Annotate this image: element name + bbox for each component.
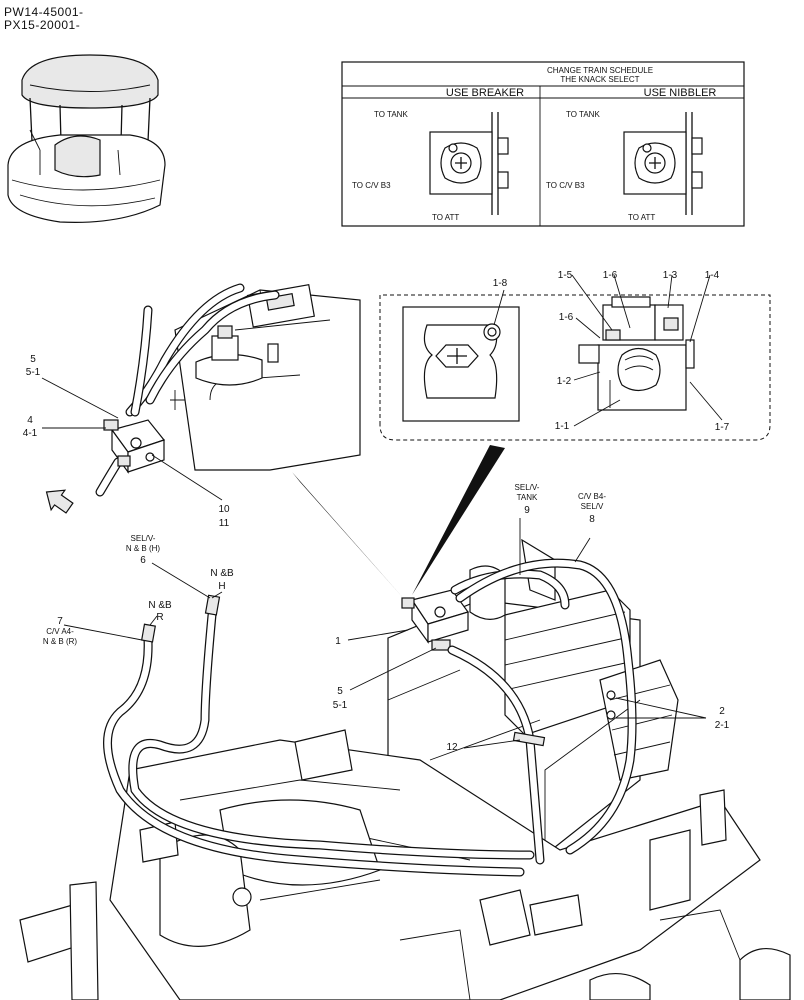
selector-valve-detail-inset: [379, 294, 771, 441]
table-title-line2: THE KNACK SELECT: [560, 75, 639, 84]
table-title-line1: CHANGE TRAIN SCHEDULE: [547, 66, 653, 75]
callout-1-4: 1-4: [705, 270, 720, 281]
callout-9: 9: [524, 505, 530, 516]
leader-lines: [41, 274, 723, 749]
callout-2: 2: [719, 706, 725, 717]
column-header-breaker: USE BREAKER: [446, 87, 524, 99]
callout-5-1-lower: 5-1: [333, 700, 348, 711]
nibbler-valve-detail: TO TANK TO C/V B3 TO ATT: [546, 110, 703, 222]
callout-8-desc-1: C/V B4-: [578, 492, 606, 501]
callout-11: 11: [219, 518, 230, 529]
callout-7-desc-2: N & B (R): [43, 637, 78, 646]
upper-selector-valve: [103, 419, 166, 474]
breaker-valve-detail: TO TANK TO C/V B3 TO ATT: [352, 110, 509, 222]
callout-12: 12: [446, 742, 458, 753]
main-selector-valve: [401, 589, 469, 651]
callout-1-3: 1-3: [663, 270, 678, 281]
label-nb-h-1: N &B: [210, 568, 234, 579]
label-nb-r-1: N &B: [148, 600, 172, 611]
callout-7-desc-1: C/V A4-: [46, 627, 74, 636]
nibbler-to-cv-b3-label: TO C/V B3: [546, 181, 585, 190]
callout-8: 8: [589, 514, 595, 525]
callout-9-desc-2: TANK: [517, 493, 538, 502]
breaker-to-tank-label: TO TANK: [374, 110, 408, 119]
callout-9-desc-1: SEL/V-: [515, 483, 540, 492]
callout-1-6-side: 1-6: [559, 312, 574, 323]
callout-5-1-upper: 5-1: [26, 367, 41, 378]
machine-thumbnail: [7, 54, 166, 223]
direction-arrow-icon: [45, 489, 74, 514]
callout-labels: 1-8 1-5 1-6 1-3 1-4 1-6 1-2 1-1 1-7 5 5-…: [23, 270, 730, 753]
callout-5-upper: 5: [30, 354, 36, 365]
callout-1-6-top: 1-6: [603, 270, 618, 281]
callout-6-desc-2: N & B (H): [126, 544, 161, 553]
callout-6-desc-1: SEL/V-: [131, 534, 156, 543]
label-nb-h-2: H: [218, 581, 225, 592]
table-pointer-wedge: [292, 472, 405, 600]
callout-1-8: 1-8: [493, 278, 508, 289]
detail-pointer-wedge: [412, 445, 505, 595]
breaker-to-att-label: TO ATT: [432, 213, 459, 222]
nibbler-to-att-label: TO ATT: [628, 213, 655, 222]
callout-1-5: 1-5: [558, 270, 573, 281]
callout-1: 1: [335, 636, 341, 647]
breaker-to-cv-b3-label: TO C/V B3: [352, 181, 391, 190]
upper-tank-assembly: [170, 283, 361, 471]
callout-5-lower: 5: [337, 686, 343, 697]
callout-4-1: 4-1: [23, 428, 38, 439]
callout-8-desc-2: SEL/V: [581, 502, 604, 511]
label-nb-r-2: R: [156, 612, 163, 623]
serial-number-2: PX15-20001-: [4, 18, 81, 32]
callout-4: 4: [27, 415, 33, 426]
callout-2-1: 2-1: [715, 720, 730, 731]
serial-number-1: PW14-45001-: [4, 5, 84, 19]
column-header-nibbler: USE NIBBLER: [644, 87, 717, 99]
callout-7: 7: [57, 616, 63, 627]
upper-hoses: [95, 283, 280, 497]
change-schedule-table: CHANGE TRAIN SCHEDULE THE KNACK SELECT U…: [341, 61, 745, 227]
attachment-hoses: [103, 558, 637, 877]
callout-10: 10: [218, 504, 230, 515]
callout-6: 6: [140, 555, 146, 566]
callout-1-2: 1-2: [557, 376, 572, 387]
callout-1-1: 1-1: [555, 421, 570, 432]
nibbler-to-tank-label: TO TANK: [566, 110, 600, 119]
callout-1-7: 1-7: [715, 422, 730, 433]
